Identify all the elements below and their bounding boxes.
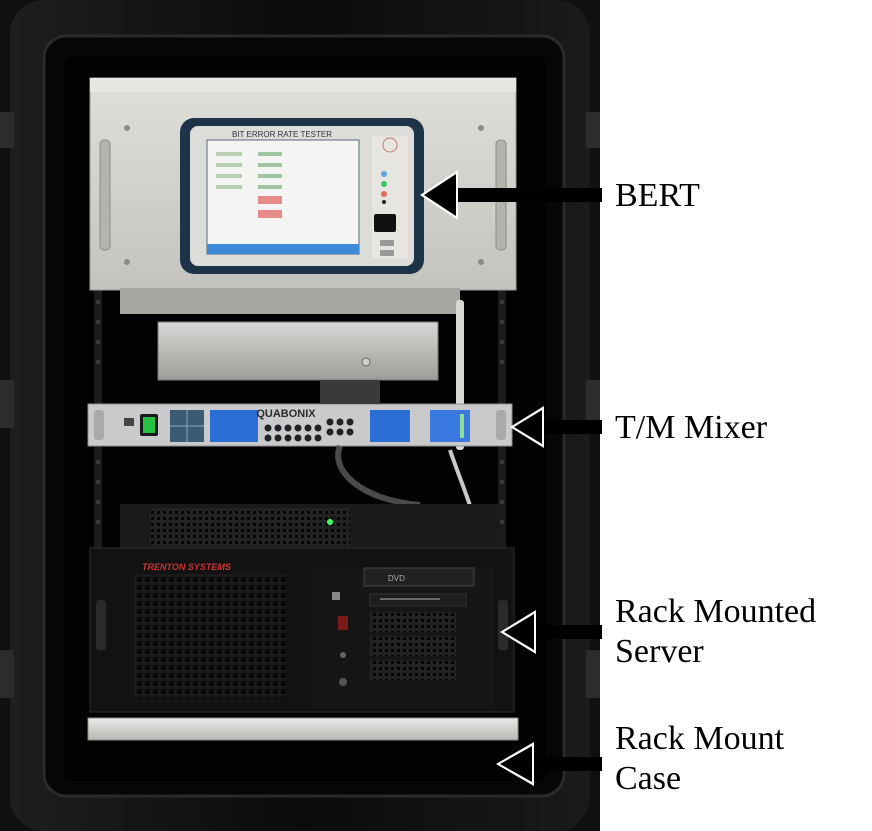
cabling: [120, 380, 500, 552]
callout-arrows: [420, 170, 602, 786]
bottom-tray: [87, 717, 519, 741]
tm-mixer: QUABONIX: [87, 403, 513, 447]
bert-title: BIT ERROR RATE TESTER: [232, 130, 332, 139]
label-case-line-1: Rack Mount: [615, 720, 785, 757]
label-rack-mounted-server: Rack Mounted Server: [615, 592, 816, 672]
arrow-case: [496, 742, 602, 786]
label-server-line-1: Rack Mounted: [615, 593, 817, 630]
dvd-label: DVD: [388, 574, 405, 583]
arrow-tm-mixer: [510, 406, 602, 448]
rack-server: TRENTON SYSTEMS DVD: [89, 547, 515, 713]
bert-unit: BIT ERROR RATE TESTER: [89, 77, 517, 291]
label-server-line-2: Server: [615, 633, 704, 670]
label-bert-line-1: BERT: [615, 177, 700, 214]
label-tm-mixer-line-1: T/M Mixer: [615, 409, 768, 446]
server-brand: TRENTON SYSTEMS: [142, 562, 231, 572]
label-tm-mixer: T/M Mixer: [615, 408, 767, 448]
mixer-brand: QUABONIX: [256, 408, 316, 420]
arrow-bert: [420, 170, 602, 220]
label-case-line-2: Case: [615, 760, 682, 797]
label-bert: BERT: [615, 176, 700, 216]
label-rack-mount-case: Rack Mount Case: [615, 719, 784, 799]
arrow-server: [500, 610, 602, 654]
